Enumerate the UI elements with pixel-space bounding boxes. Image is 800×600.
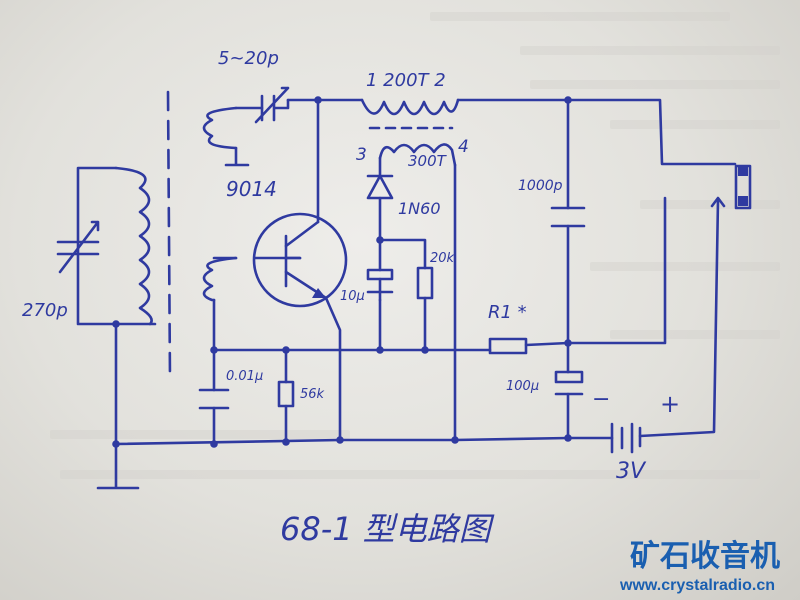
coupling-coil <box>202 106 238 150</box>
label-coil-sec: 300T <box>408 152 448 170</box>
show-through-line <box>610 330 780 339</box>
junction-dots <box>112 96 572 448</box>
wire-20k <box>378 238 427 352</box>
junction-dot <box>282 438 290 446</box>
watermark-logo-text: 矿石收音机 <box>630 539 780 574</box>
resistor-r1 <box>488 337 528 355</box>
junction-dot <box>376 346 384 354</box>
label-r1: R1 * <box>488 302 527 323</box>
capacitor-0-01u <box>198 388 230 410</box>
junction-dot <box>564 434 572 442</box>
diagram-title: 68-1 型电路图 <box>280 510 495 548</box>
label-trimmer: 5~20p <box>218 48 279 69</box>
transistor-9014 <box>252 212 348 308</box>
junction-dot <box>282 346 290 354</box>
watermark-url: www.crystalradio.cn <box>619 577 775 594</box>
junction-dot <box>336 436 344 444</box>
label-100u: 100μ <box>506 379 539 394</box>
show-through-line <box>60 470 760 479</box>
wire-emitter <box>324 296 342 442</box>
show-through-line <box>530 80 780 89</box>
coil-300t <box>378 143 457 167</box>
wire-top-right <box>456 98 737 166</box>
label-10u: 10μ <box>340 289 365 304</box>
diode-1n60 <box>366 174 394 200</box>
wire-ground <box>96 322 140 490</box>
label-1000p: 1000p <box>518 178 563 194</box>
junction-dot <box>210 346 218 354</box>
label-56k: 56k <box>300 387 325 402</box>
label-coil-pin3: 3 <box>356 145 367 165</box>
junction-dot <box>376 236 384 244</box>
ferrite-rod <box>166 90 172 382</box>
wire-bottom-rail <box>114 436 614 446</box>
label-0-01u: 0.01μ <box>226 369 263 384</box>
junction-dot <box>451 436 459 444</box>
junction-dot <box>564 339 572 347</box>
show-through-line <box>520 46 780 55</box>
capacitor-100u <box>554 370 584 396</box>
show-through-line <box>430 12 730 21</box>
junction-dot <box>421 346 429 354</box>
junction-dot <box>314 96 322 104</box>
junction-dot <box>210 440 218 448</box>
coil-200t <box>360 98 460 116</box>
label-coil-main: 1 200T 2 <box>366 70 446 91</box>
label-battery-plus: + <box>660 390 680 418</box>
label-battery-minus: − <box>592 387 610 412</box>
label-270p: 270p <box>22 300 68 321</box>
wire-battery-plus <box>638 198 720 438</box>
label-20k: 20k <box>430 251 455 266</box>
label-battery-voltage: 3V <box>616 459 647 484</box>
wire-r1-right <box>524 196 667 347</box>
resistor-20k <box>416 266 434 300</box>
show-through-line <box>590 262 780 271</box>
capacitor-10u <box>366 268 394 302</box>
show-through-line <box>50 430 350 439</box>
variable-capacitor-270p <box>56 220 100 274</box>
label-coil-pin4: 4 <box>458 137 469 157</box>
base-coil <box>202 256 238 302</box>
label-transistor: 9014 <box>226 177 277 201</box>
show-through-line <box>610 120 780 129</box>
battery-3v <box>610 422 642 454</box>
resistor-56k <box>277 380 295 408</box>
trimmer-capacitor <box>254 86 290 124</box>
capacitor-1000p <box>550 206 586 228</box>
wires <box>76 98 737 490</box>
show-through-line <box>640 200 780 209</box>
antenna-coil <box>114 166 153 326</box>
junction-dot <box>564 96 572 104</box>
earphone-jack <box>710 164 752 210</box>
junction-dot <box>112 320 120 328</box>
wire-coil-ground <box>224 146 250 167</box>
label-diode: 1N60 <box>398 199 441 218</box>
junction-dot <box>112 440 120 448</box>
